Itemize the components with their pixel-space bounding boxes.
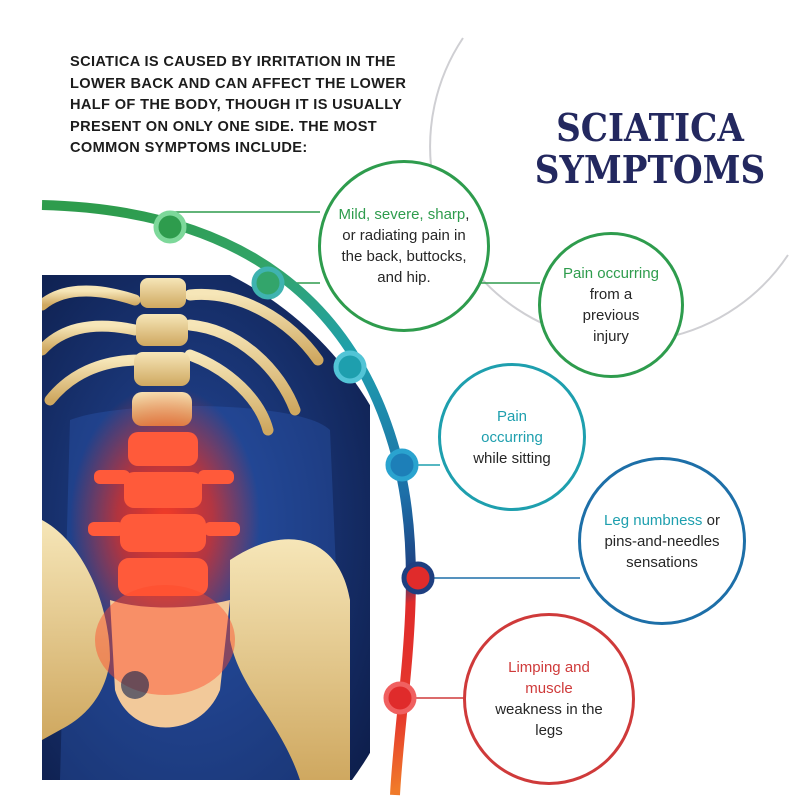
symptom-5-text: weakness in the legs <box>495 701 603 739</box>
title-line-1: SCIATICA <box>556 105 744 150</box>
page-title: SCIATICA SYMPTOMS <box>520 107 781 191</box>
symptom-bubble-1: Mild, severe, sharp, or radiating pain i… <box>318 160 490 332</box>
spine-xray-image <box>42 275 370 780</box>
symptom-bubble-3: Pain occurring while sitting <box>438 363 586 511</box>
symptom-4-text: or pins-and-needles sensations <box>604 511 720 571</box>
symptom-4-highlight: Leg numbness <box>604 511 703 529</box>
symptom-3-text: while sitting <box>473 449 551 467</box>
symptom-5-highlight: Limping and muscle <box>508 659 590 697</box>
symptom-1-highlight: Mild, severe, sharp <box>338 206 466 223</box>
title-line-2: SYMPTOMS <box>534 147 766 192</box>
symptom-bubble-4: Leg numbness or pins-and-needles sensati… <box>578 457 746 625</box>
symptom-2-text: from a previous injury <box>582 286 640 345</box>
symptom-3-highlight: Pain occurring <box>481 407 543 446</box>
symptom-2-highlight: Pain occurring <box>563 265 659 282</box>
arc-dots <box>153 210 435 715</box>
intro-text: SCIATICA IS CAUSED BY IRRITATION IN THE … <box>70 54 407 156</box>
symptom-bubble-5: Limping and muscle weakness in the legs <box>463 613 635 785</box>
symptom-1-text: , or radiating pain in the back, buttock… <box>341 206 470 286</box>
title-frame-arc <box>429 37 789 343</box>
symptom-bubble-2: Pain occurring from a previous injury <box>538 232 684 378</box>
